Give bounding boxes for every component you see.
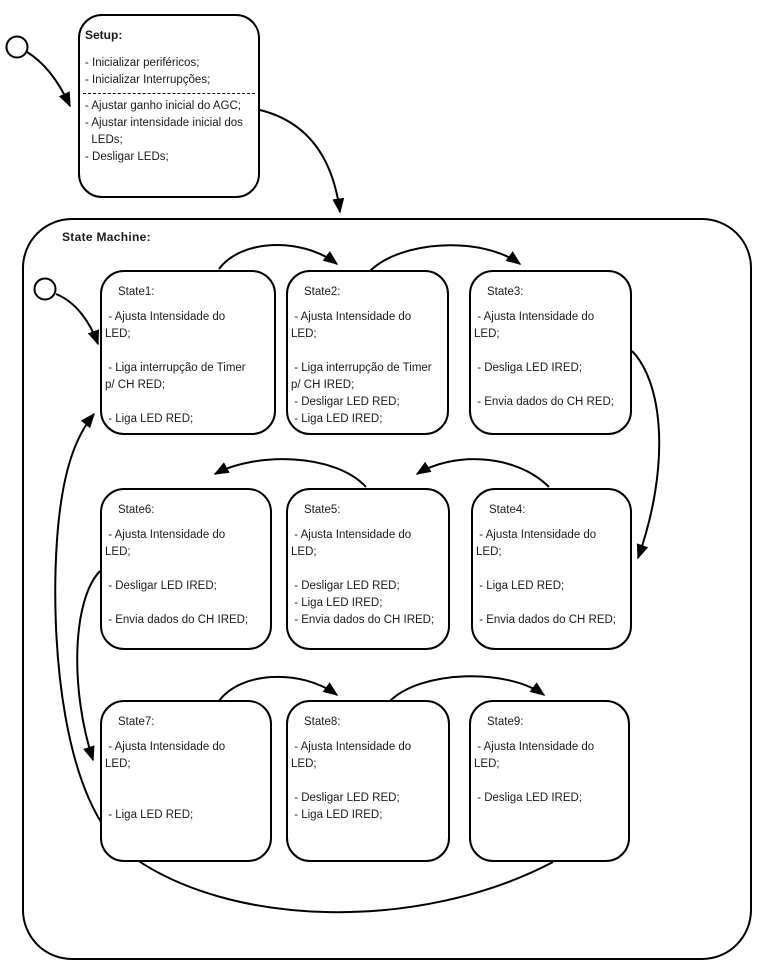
edge-smstart-state1 bbox=[55, 293, 100, 346]
edge-state4-state5 bbox=[415, 458, 550, 488]
edge-setup-state-machine bbox=[259, 109, 345, 214]
edge-state5-state6 bbox=[213, 458, 367, 488]
state4-title: State4: bbox=[489, 504, 526, 516]
edge-start-setup bbox=[26, 51, 71, 108]
setup-init-lines: - Inicializar periféricos; - Inicializar… bbox=[85, 57, 211, 86]
edge-state8-state9 bbox=[388, 675, 546, 703]
edge-state6-state7 bbox=[76, 570, 101, 762]
state5-title: State5: bbox=[304, 504, 341, 516]
state6-box: State6: - Ajusta Intensidade do LED; - D… bbox=[100, 488, 272, 650]
state3-title: State3: bbox=[487, 286, 524, 298]
state1-title: State1: bbox=[118, 286, 155, 298]
state-machine-container bbox=[22, 218, 752, 960]
edge-state7-state8 bbox=[218, 675, 339, 702]
state4-box: State4: - Ajusta Intensidade do LED; - L… bbox=[471, 488, 632, 650]
state1-box: State1: - Ajusta Intensidade do LED; - L… bbox=[100, 270, 276, 435]
state9-body: - Ajusta Intensidade do LED; - Desliga L… bbox=[474, 741, 595, 804]
edge-state9-state1 bbox=[54, 412, 554, 914]
state6-title: State6: bbox=[118, 504, 155, 516]
state9-box: State9: - Ajusta Intensidade do LED; - D… bbox=[469, 700, 630, 862]
state5-box: State5: - Ajusta Intensidade do LED; - D… bbox=[286, 488, 450, 650]
state3-body: - Ajusta Intensidade do LED; - Desliga L… bbox=[474, 311, 614, 408]
initial-state-marker bbox=[5, 35, 29, 59]
edge-state1-state2 bbox=[218, 244, 339, 270]
setup-box: Setup: - Inicializar periféricos; - Inic… bbox=[78, 14, 260, 198]
state7-title: State7: bbox=[118, 716, 155, 728]
setup-divider bbox=[83, 93, 255, 94]
state5-body: - Ajusta Intensidade do LED; - Desligar … bbox=[291, 529, 435, 626]
edge-state3-state4 bbox=[631, 350, 661, 560]
state8-title: State8: bbox=[304, 716, 341, 728]
state2-title: State2: bbox=[304, 286, 341, 298]
state7-box: State7: - Ajusta Intensidade do LED; - L… bbox=[100, 700, 272, 862]
state2-box: State2: - Ajusta Intensidade do LED; - L… bbox=[286, 270, 449, 435]
edge-state2-state3 bbox=[368, 244, 522, 273]
state1-body: - Ajusta Intensidade do LED; - Liga inte… bbox=[105, 311, 246, 425]
state9-title: State9: bbox=[487, 716, 524, 728]
state3-box: State3: - Ajusta Intensidade do LED; - D… bbox=[469, 270, 632, 435]
state8-body: - Ajusta Intensidade do LED; - Desligar … bbox=[291, 741, 412, 821]
state8-box: State8: - Ajusta Intensidade do LED; - D… bbox=[286, 700, 450, 862]
state7-body: - Ajusta Intensidade do LED; - Liga LED … bbox=[105, 741, 226, 821]
setup-adjust-lines: - Ajustar ganho inicial do AGC; - Ajusta… bbox=[85, 100, 243, 163]
sm-initial-state-marker bbox=[33, 277, 57, 301]
setup-title: Setup: bbox=[85, 28, 123, 42]
state2-body: - Ajusta Intensidade do LED; - Liga inte… bbox=[291, 311, 432, 425]
state-machine-label: State Machine: bbox=[62, 230, 151, 244]
state4-body: - Ajusta Intensidade do LED; - Liga LED … bbox=[476, 529, 616, 626]
state6-body: - Ajusta Intensidade do LED; - Desligar … bbox=[105, 529, 249, 626]
